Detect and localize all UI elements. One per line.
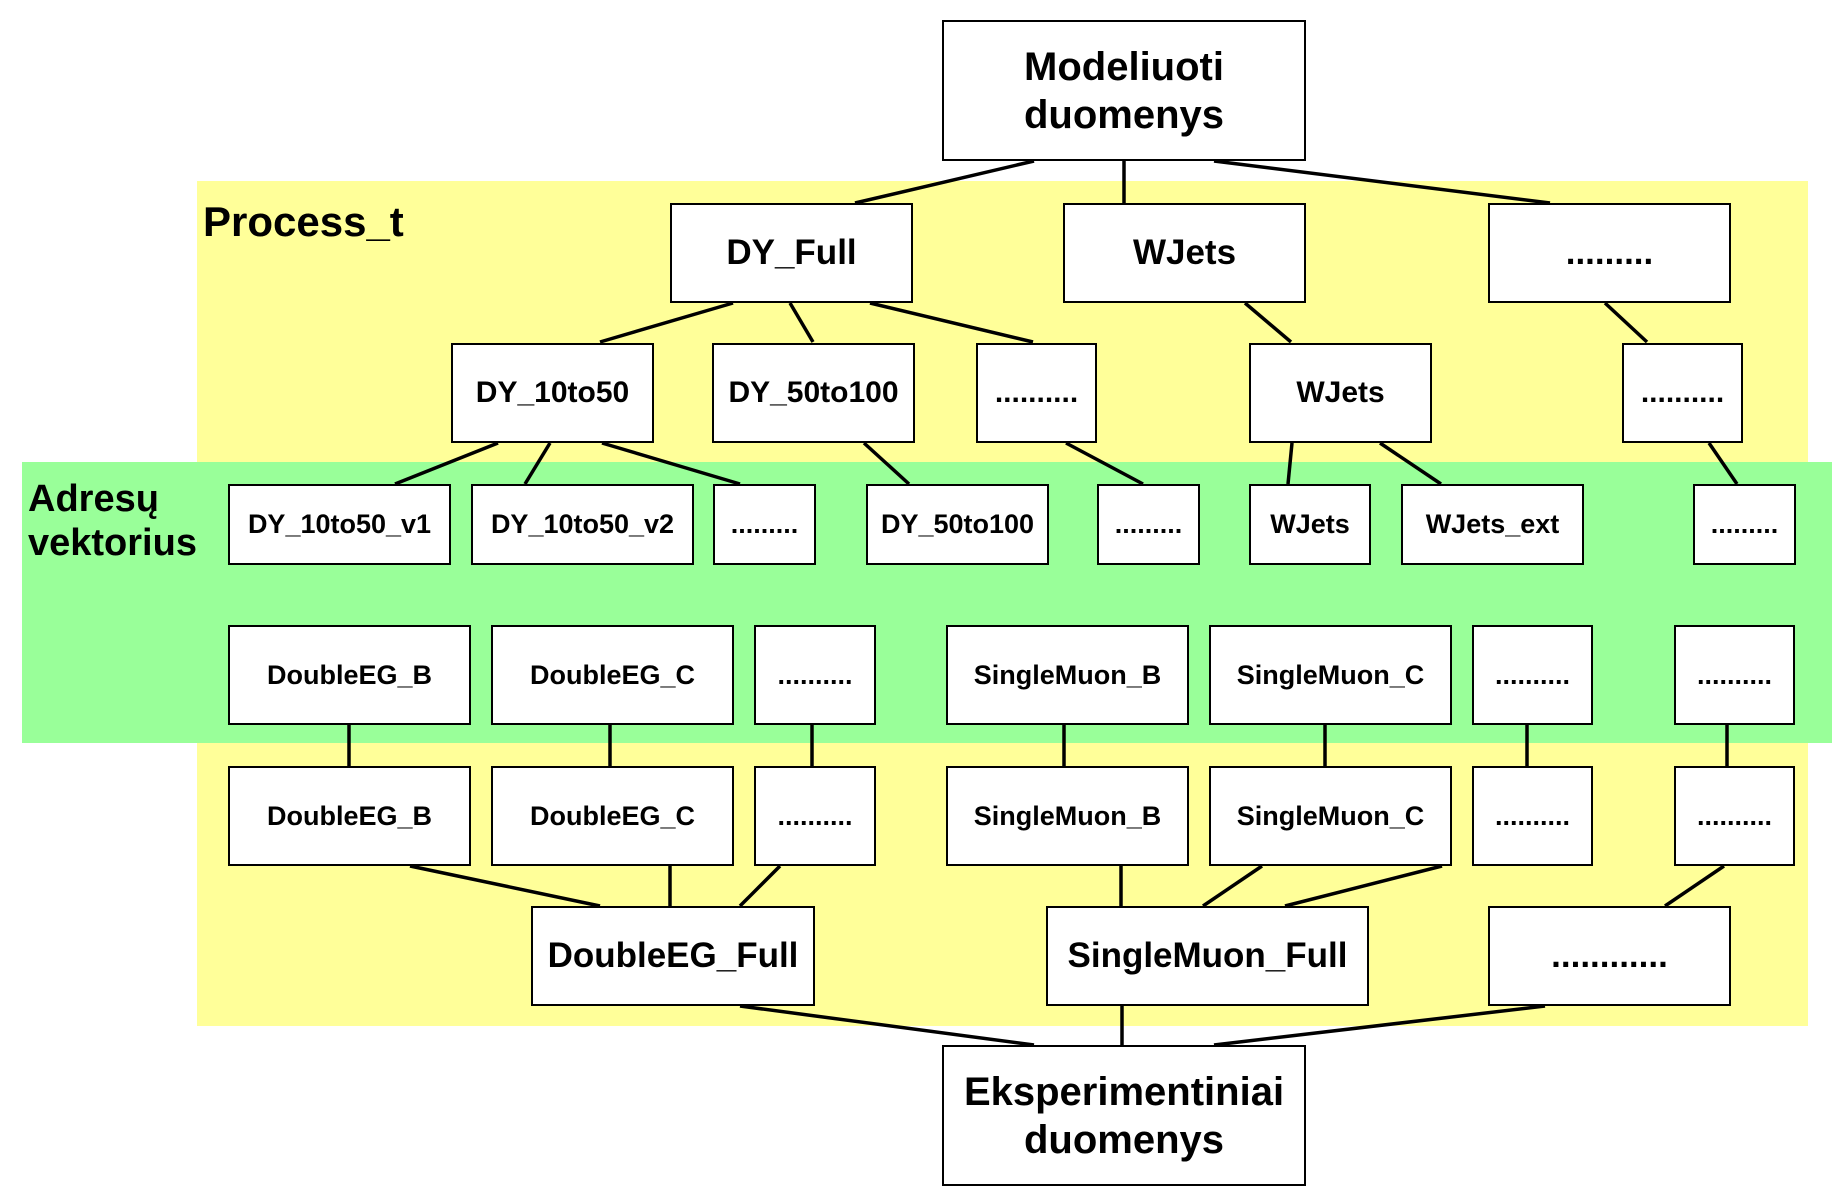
singlemuon-b-address-node: SingleMuon_B [946, 625, 1189, 725]
edge [1286, 442, 1294, 485]
edge [1379, 441, 1442, 486]
singlemuon-b-node: SingleMuon_B [946, 766, 1189, 866]
simulated-data-line2: duomenys [1023, 92, 1225, 137]
singlemuon-full-node: SingleMuon_Full [1046, 906, 1369, 1006]
edge [869, 301, 1034, 344]
edge [738, 864, 782, 908]
doubleeg-full-node: DoubleEG_Full [531, 906, 815, 1006]
address-vector-label-line2: vektorius [28, 521, 197, 564]
edge [1664, 864, 1725, 908]
edge [854, 159, 1035, 205]
doubleeg-more-node: .......... [754, 766, 876, 866]
edge [1213, 1004, 1546, 1047]
more-full-node: ............ [1488, 906, 1731, 1006]
dy-more-version-node: ......... [1097, 484, 1200, 565]
edge [1707, 442, 1739, 485]
wjets-node: WJets [1063, 203, 1306, 303]
edge [394, 441, 499, 486]
address-vector-label: Adresų vektorius [28, 478, 197, 565]
wjets-sub-node: WJets [1249, 343, 1432, 443]
edge [409, 864, 601, 908]
doubleeg-c-node: DoubleEG_C [491, 766, 734, 866]
dy-more-node: .......... [976, 343, 1097, 443]
edge [523, 442, 552, 485]
doubleeg-b-address-node: DoubleEG_B [228, 625, 471, 725]
doubleeg-more-address-node: .......... [754, 625, 876, 725]
doubleeg-b-node: DoubleEG_B [228, 766, 471, 866]
edge [1243, 301, 1293, 344]
experimental-data-line2: duomenys [1023, 1117, 1225, 1162]
dy-10to50-v2-node: DY_10to50_v2 [471, 484, 694, 565]
process-t-label: Process_t [203, 198, 404, 245]
doubleeg-c-address-node: DoubleEG_C [491, 625, 734, 725]
other-more-node: .......... [1674, 766, 1795, 866]
wjets-ext-version-node: WJets_ext [1401, 484, 1584, 565]
edge [1603, 301, 1649, 344]
address-vector-label-line1: Adresų [28, 478, 159, 520]
dy-10to50-more-node: ......... [713, 484, 816, 565]
singlemuon-c-node: SingleMuon_C [1209, 766, 1452, 866]
experimental-data-line1: Eksperimentiniai [963, 1069, 1285, 1114]
experimental-data-node: Eksperimentiniai duomenys [942, 1045, 1306, 1186]
wjets-version-node: WJets [1249, 484, 1371, 565]
dy-50to100-version-node: DY_50to100 [866, 484, 1049, 565]
edge [788, 302, 815, 343]
dy-10to50-node: DY_10to50 [451, 343, 654, 443]
other-more-address-node: .......... [1674, 625, 1795, 725]
dy-full-node: DY_Full [670, 203, 913, 303]
singlemuon-more-node: .......... [1472, 766, 1593, 866]
singlemuon-more-address-node: .......... [1472, 625, 1593, 725]
edge [1284, 864, 1443, 908]
edge [739, 1004, 1035, 1047]
edge [862, 441, 911, 486]
dy-10to50-v1-node: DY_10to50_v1 [228, 484, 451, 565]
edge [601, 441, 741, 486]
simulated-data-node: Modeliuoti duomenys [942, 20, 1306, 161]
edge [1065, 441, 1144, 486]
simulated-data-line1: Modeliuoti [1024, 44, 1224, 89]
edge [1202, 864, 1263, 908]
more-sub-node: .......... [1622, 343, 1743, 443]
edge [599, 301, 734, 344]
dy-50to100-node: DY_50to100 [712, 343, 915, 443]
more-processes-node: ......... [1488, 203, 1731, 303]
more-version-node: ......... [1693, 484, 1796, 565]
edge [1213, 159, 1551, 205]
singlemuon-c-address-node: SingleMuon_C [1209, 625, 1452, 725]
